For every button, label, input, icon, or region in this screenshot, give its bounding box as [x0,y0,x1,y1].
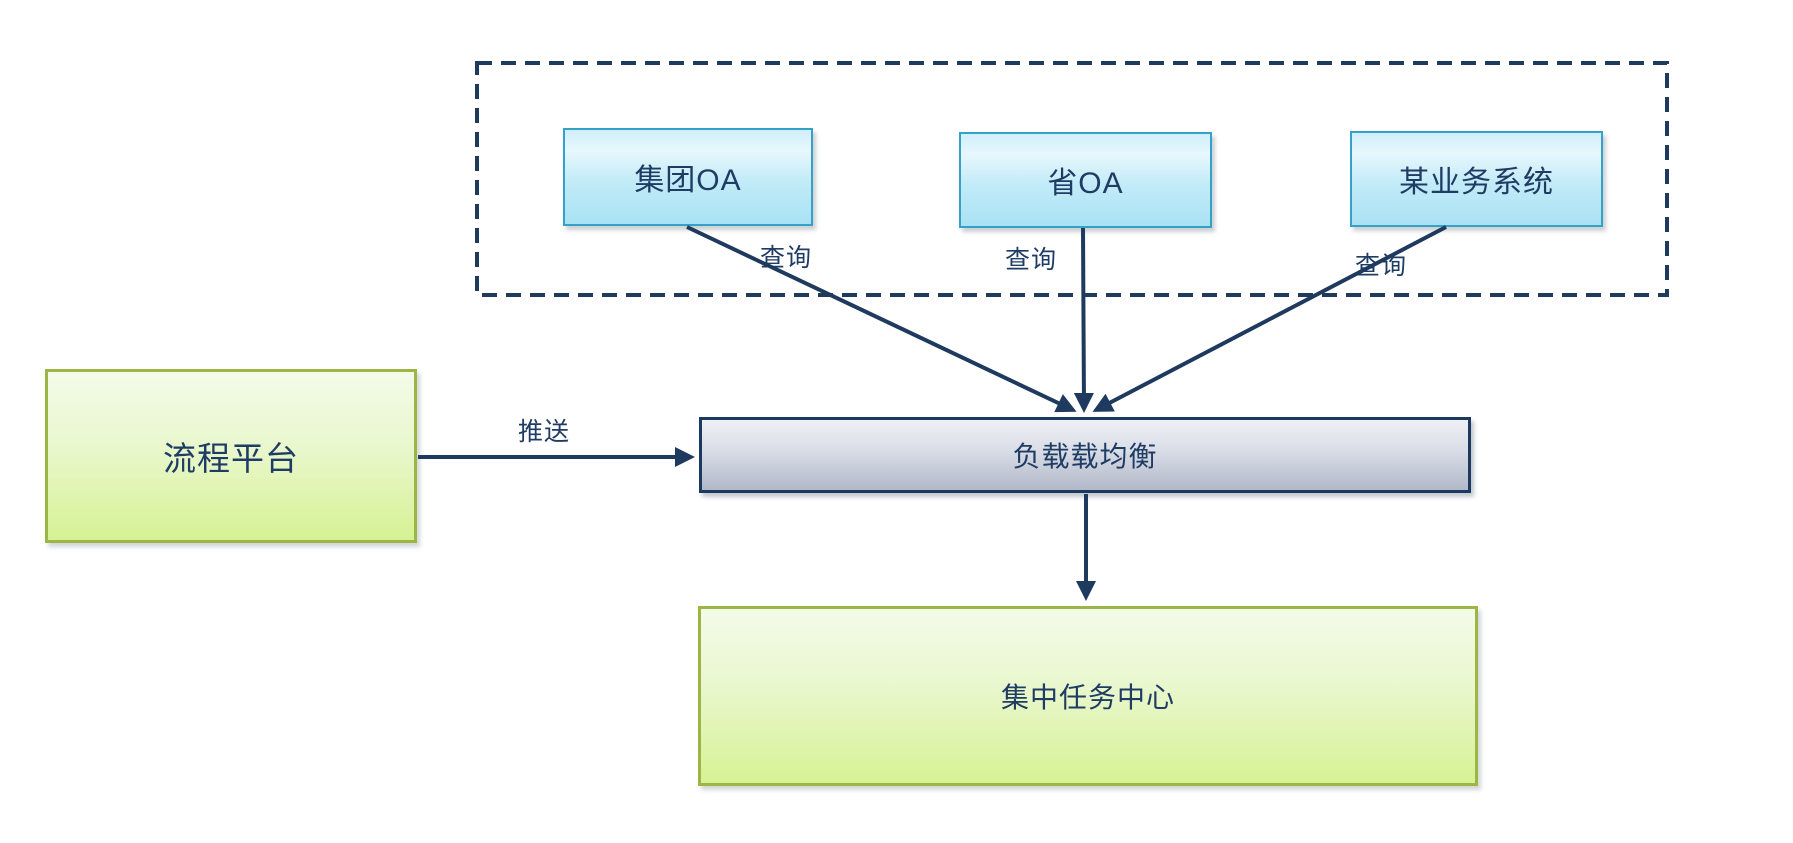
load-balancer-node: 负载载均衡 [699,417,1471,493]
arrow-province-oa-to-load-balancer [1073,227,1094,413]
load-balancer-label: 负载载均衡 [1012,441,1158,472]
query-label-province-oa: 查询 [1004,246,1058,274]
province-oa-label: 省OA [1047,167,1124,200]
group-oa-node: 集团OA [563,128,813,226]
process-platform-label: 流程平台 [163,440,299,477]
process-platform-node: 流程平台 [45,369,417,543]
push-label: 推送 [517,418,571,446]
business-system-node: 某业务系统 [1350,131,1603,227]
province-oa-node: 省OA [959,132,1212,228]
query-label-business-system: 查询 [1354,252,1408,280]
task-center-node: 集中任务中心 [698,606,1478,786]
query-label-group-oa: 查询 [759,244,813,272]
group-oa-label: 集团OA [634,164,742,197]
business-system-label: 某业务系统 [1399,166,1554,199]
task-center-label: 集中任务中心 [1000,682,1175,713]
